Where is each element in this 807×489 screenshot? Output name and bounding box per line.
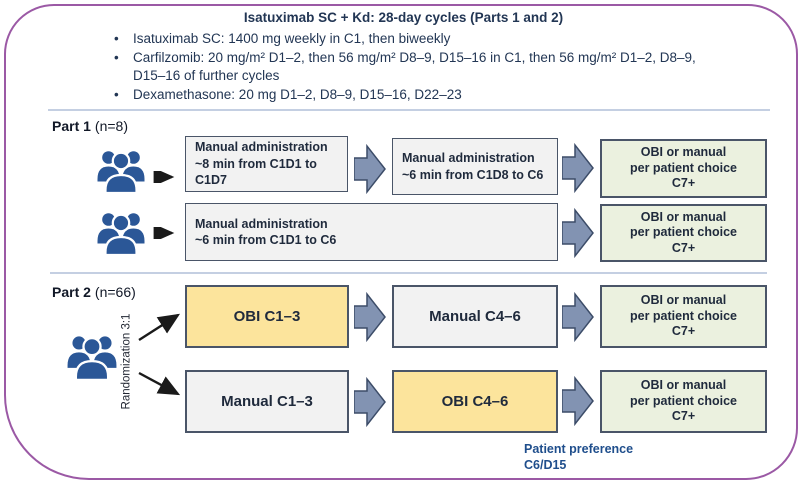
people-group-icon bbox=[66, 335, 118, 381]
part1-label: Part 1(n=8) bbox=[52, 118, 128, 134]
header-divider bbox=[48, 109, 770, 111]
block-arrow-icon bbox=[354, 145, 386, 193]
box-text-line: OBI or manual bbox=[640, 145, 727, 160]
diagonal-arrow-down-icon bbox=[138, 371, 181, 396]
part1-row1-manual-box: Manual administration ~8 min from C1D1 t… bbox=[185, 136, 348, 192]
people-group-icon bbox=[96, 212, 146, 256]
part2-label: Part 2(n=66) bbox=[52, 284, 136, 300]
part1-row1-manual2-box: Manual administration ~6 min from C1D8 t… bbox=[392, 138, 558, 195]
part1-row2-choice-box: OBI or manual per patient choice C7+ bbox=[600, 204, 767, 262]
bullet-carfilzomib-line2: D15–16 of further cycles bbox=[133, 68, 280, 83]
bullet-isatuximab-text: Isatuximab SC: 1400 mg weekly in C1, the… bbox=[133, 31, 451, 46]
box-text-line: Manual administration bbox=[195, 216, 328, 231]
bullet-carfilzomib-line1: Carfilzomib: 20 mg/m² D1–2, then 56 mg/m… bbox=[133, 49, 696, 65]
block-arrow-icon bbox=[354, 378, 386, 426]
patient-preference-note: Patient preference C6/D15 bbox=[524, 441, 633, 473]
part2-label-n: (n=66) bbox=[94, 284, 136, 300]
bullet-dexamethasone-text: Dexamethasone: 20 mg D1–2, D8–9, D15–16,… bbox=[133, 86, 462, 102]
block-arrow-icon bbox=[562, 144, 594, 192]
block-arrow-icon bbox=[562, 209, 594, 257]
part2-arm2-choice-box: OBI or manual per patient choice C7+ bbox=[600, 370, 767, 433]
box-text-line: OBI or manual bbox=[640, 378, 727, 393]
dosing-bullet-list: Isatuximab SC: 1400 mg weekly in C1, the… bbox=[112, 30, 788, 104]
part2-arm1-choice-box: OBI or manual per patient choice C7+ bbox=[600, 285, 767, 348]
box-text-line: Manual administration bbox=[402, 151, 535, 165]
box-text-line: C7+ bbox=[671, 176, 696, 191]
right-arrow-icon bbox=[153, 227, 175, 239]
box-text-line: OBI or manual bbox=[640, 209, 727, 224]
box-text-line: per patient choice bbox=[630, 393, 737, 408]
box-text-line: C7+ bbox=[671, 409, 696, 424]
box-text-line: ~6 min from C1D1 to C6 bbox=[195, 233, 337, 247]
figure-title: Isatuximab SC + Kd: 28-day cycles (Parts… bbox=[243, 10, 564, 25]
people-group-icon bbox=[96, 150, 146, 194]
patient-preference-line2: C6/D15 bbox=[524, 458, 567, 472]
block-arrow-icon bbox=[562, 293, 594, 341]
block-arrow-icon bbox=[562, 377, 594, 425]
diagonal-arrow-up-icon bbox=[138, 313, 181, 342]
box-text-line: ~8 min from C1D1 to C1D7 bbox=[195, 156, 317, 188]
part1-label-bold: Part 1 bbox=[52, 118, 91, 134]
part2-arm1-obi-box: OBI C1–3 bbox=[185, 285, 349, 348]
part2-arm2-manual-box: Manual C1–3 bbox=[185, 370, 349, 433]
part2-arm2-obi-box: OBI C4–6 bbox=[392, 370, 558, 433]
right-arrow-icon bbox=[153, 171, 175, 183]
box-text-line: per patient choice bbox=[630, 160, 737, 175]
block-arrow-icon bbox=[354, 293, 386, 341]
box-text-line: ~6 min from C1D8 to C6 bbox=[402, 167, 544, 182]
box-text-line: C7+ bbox=[671, 324, 696, 339]
part1-row2-manual-box: Manual administration ~6 min from C1D1 t… bbox=[185, 203, 558, 261]
part-divider bbox=[50, 272, 767, 274]
part2-label-bold: Part 2 bbox=[52, 284, 91, 300]
box-text-line: per patient choice bbox=[630, 225, 737, 240]
part2-arm1-manual-box: Manual C4–6 bbox=[392, 285, 558, 348]
box-text-line: per patient choice bbox=[630, 308, 737, 323]
bullet-carfilzomib: Carfilzomib: 20 mg/m² D1–2, then 56 mg/m… bbox=[112, 49, 788, 86]
box-text-line: OBI or manual bbox=[640, 293, 727, 308]
patient-preference-line1: Patient preference bbox=[524, 442, 634, 456]
box-text-line: C7+ bbox=[671, 240, 696, 255]
part1-row1-choice-box: OBI or manual per patient choice C7+ bbox=[600, 139, 767, 198]
figure-border bbox=[4, 4, 798, 480]
bullet-isatuximab: Isatuximab SC: 1400 mg weekly in C1, the… bbox=[112, 30, 788, 49]
randomization-label: Randomization 3:1 bbox=[120, 313, 133, 410]
box-text-line: Manual administration bbox=[195, 140, 328, 155]
bullet-dexamethasone: Dexamethasone: 20 mg D1–2, D8–9, D15–16,… bbox=[112, 86, 788, 105]
part1-label-n: (n=8) bbox=[94, 118, 128, 134]
